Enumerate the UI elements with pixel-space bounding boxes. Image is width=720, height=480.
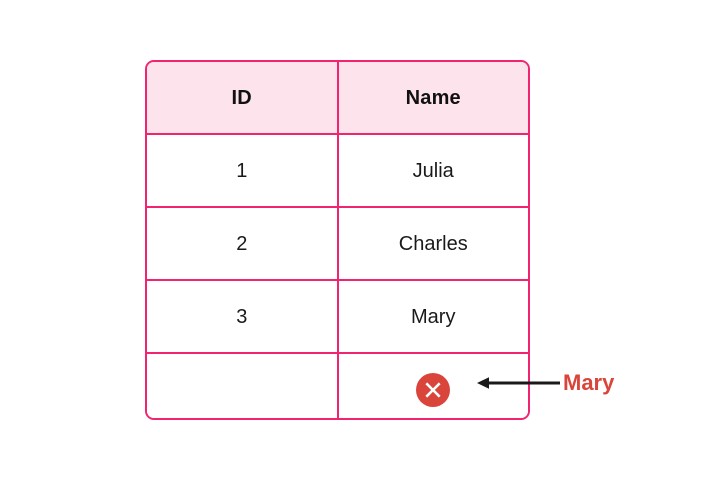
- cell-id-value: 3: [236, 305, 248, 328]
- cell-id-empty: [147, 353, 339, 418]
- data-table: ID Name 1 Julia: [147, 62, 529, 418]
- cell-name-value: Mary: [411, 305, 456, 328]
- table-row-error: [147, 353, 529, 418]
- table-header: ID Name: [147, 62, 528, 135]
- table-body: 1 Julia 2 Charles 3: [147, 134, 529, 418]
- cell-name: Mary: [337, 280, 528, 354]
- annotation-label: Mary: [563, 370, 615, 395]
- cell-id: 1: [147, 134, 339, 208]
- cell-id-value: 2: [236, 232, 248, 255]
- column-header-id-label: ID: [231, 86, 252, 109]
- cell-id: 3: [147, 280, 339, 354]
- table-row: 1 Julia: [147, 134, 528, 208]
- error-icon-wrapper: [339, 354, 529, 418]
- table-row: 3 Mary: [147, 280, 528, 354]
- cell-name-error: [337, 353, 529, 418]
- column-header-name-label: Name: [405, 86, 461, 109]
- column-header-id: ID: [147, 62, 339, 135]
- cell-name-value: Charles: [398, 232, 468, 255]
- table-row: 2 Charles: [147, 207, 528, 281]
- error-circle-x-icon: [416, 372, 451, 407]
- cell-id-value: 1: [236, 159, 248, 182]
- data-table-container: ID Name 1 Julia: [145, 60, 530, 420]
- table-header-row: ID Name: [147, 62, 528, 135]
- column-header-name: Name: [337, 62, 528, 135]
- cell-name: Julia: [337, 134, 528, 208]
- cell-id: 2: [147, 207, 339, 281]
- arrow-left-icon: [477, 377, 560, 389]
- cell-name: Charles: [337, 207, 528, 281]
- cell-name-value: Julia: [412, 159, 454, 182]
